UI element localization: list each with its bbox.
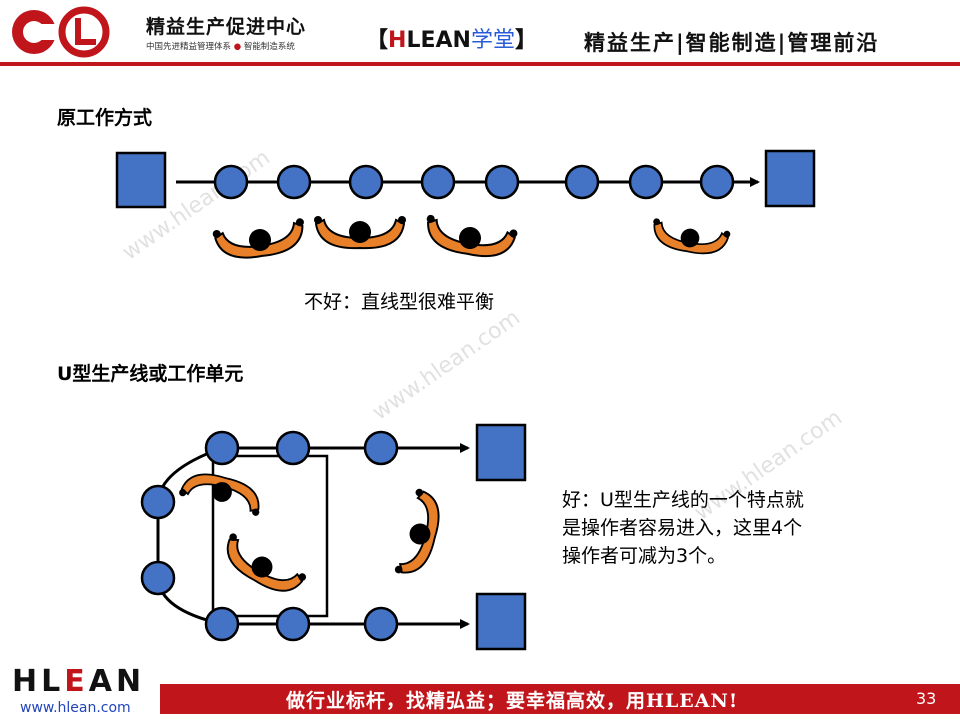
footer-bar bbox=[160, 684, 960, 714]
operator-icon bbox=[393, 486, 448, 582]
company-subtitle-left: 中国先进精益管理体系 bbox=[146, 42, 232, 52]
caption-straight-line: 不好：直线型很难平衡 bbox=[304, 291, 495, 313]
company-subtitle: 中国先进精益管理体系 ● 智能制造系统 bbox=[146, 40, 295, 52]
footer-logo-l: L bbox=[41, 664, 65, 699]
brand-title: 【HLEAN学堂】 bbox=[366, 22, 537, 54]
page-number: 33 bbox=[916, 689, 937, 708]
u-line-layout bbox=[140, 423, 527, 651]
footer-logo: HLEAN bbox=[12, 664, 145, 699]
process-node bbox=[140, 484, 176, 520]
company-name: 精益生产促进中心 bbox=[146, 16, 307, 38]
caption-line: 好：U型生产线的一个特点就 bbox=[562, 489, 804, 511]
operator-icon bbox=[177, 466, 267, 518]
section-title-original: 原工作方式 bbox=[57, 107, 153, 129]
brand-lean: LEAN bbox=[406, 28, 471, 53]
process-node bbox=[275, 430, 311, 466]
operator-icon bbox=[211, 216, 309, 264]
process-node bbox=[204, 430, 240, 466]
brand-xuetang: 学堂 bbox=[470, 28, 515, 53]
u-output-station bbox=[475, 592, 527, 651]
caption-line: 是操作者容易进入，这里4个 bbox=[562, 517, 803, 539]
input-station bbox=[115, 151, 167, 209]
company-subtitle-right: 智能制造系统 bbox=[243, 42, 295, 52]
brand-bracket-close: 】 bbox=[514, 28, 537, 53]
brand-h: H bbox=[388, 28, 407, 53]
operator-icon bbox=[420, 213, 520, 263]
process-node bbox=[140, 560, 176, 596]
process-node bbox=[699, 164, 735, 200]
process-node bbox=[484, 164, 520, 200]
output-station bbox=[764, 149, 816, 208]
process-node bbox=[363, 430, 399, 466]
process-node bbox=[276, 164, 312, 200]
company-logo-icon bbox=[12, 6, 110, 58]
process-node bbox=[564, 164, 600, 200]
bullet-icon: ● bbox=[233, 42, 242, 52]
operator-icon bbox=[648, 216, 732, 260]
footer-logo-an: AN bbox=[88, 664, 146, 699]
process-node bbox=[348, 164, 384, 200]
process-node bbox=[363, 606, 399, 642]
footer-slogan: 做行业标杆，找精弘益；要幸福高效，用HLEAN! bbox=[286, 690, 739, 712]
header-divider bbox=[0, 62, 960, 66]
header-slogan: 精益生产|智能制造|管理前沿 bbox=[584, 31, 880, 55]
operator-icon bbox=[215, 531, 309, 604]
u-input-station bbox=[475, 423, 527, 482]
process-node bbox=[420, 164, 456, 200]
brand-bracket-open: 【 bbox=[366, 28, 389, 53]
caption-line: 操作者可减为3个。 bbox=[562, 545, 727, 567]
footer-url-link[interactable]: www.hlean.com bbox=[20, 700, 131, 716]
section-title-u-line: U型生产线或工作单元 bbox=[57, 363, 244, 385]
footer-logo-h: H bbox=[12, 664, 42, 699]
caption-u-line: 好：U型生产线的一个特点就 是操作者容易进入，这里4个 操作者可减为3个。 bbox=[562, 486, 882, 570]
straight-line-layout bbox=[115, 149, 816, 264]
process-node bbox=[204, 606, 240, 642]
process-node bbox=[213, 164, 249, 200]
process-node bbox=[628, 164, 664, 200]
footer-logo-e: E bbox=[64, 664, 89, 699]
operator-icon bbox=[313, 215, 407, 250]
process-node bbox=[275, 606, 311, 642]
